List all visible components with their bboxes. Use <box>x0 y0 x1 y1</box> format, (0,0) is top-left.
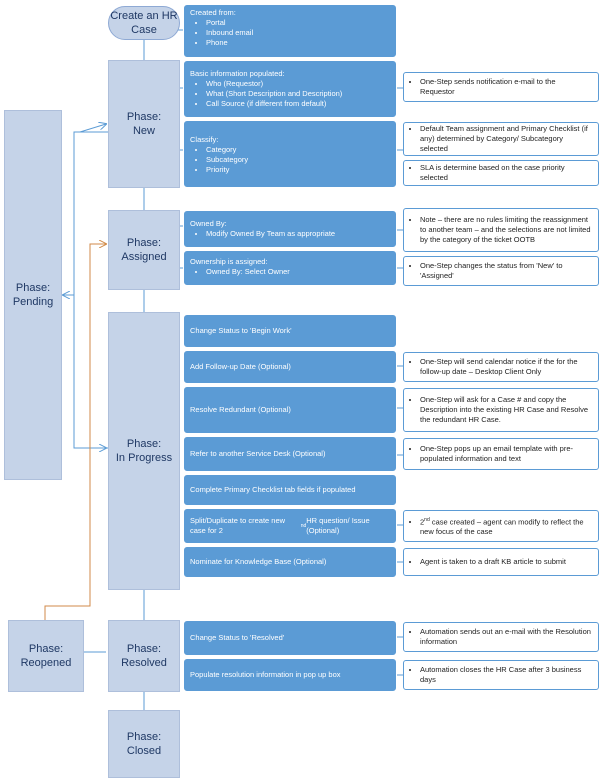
phase-closed: Phase: Closed <box>108 710 180 778</box>
step-refer-service-desk: Refer to another Service Desk (Optional) <box>183 436 397 472</box>
phase-resolved: Phase: Resolved <box>108 620 180 692</box>
step-split-duplicate: Split/Duplicate to create new case for 2… <box>183 508 397 544</box>
note-email-template: One-Step pops up an email template with … <box>403 438 599 470</box>
step-basic-info: Basic information populated: Who (Reques… <box>183 60 397 118</box>
step-primary-checklist: Complete Primary Checklist tab fields if… <box>183 474 397 506</box>
create-hr-case-node: Create an HR Case <box>108 6 180 40</box>
step-created-from: Created from: Portal Inbound email Phone <box>183 4 397 58</box>
pending-loop <box>73 131 108 449</box>
note-sla: SLA is determine based on the case prior… <box>403 160 599 186</box>
list-item: Subcategory <box>206 155 390 165</box>
phase-reopened: Phase: Reopened <box>8 620 84 692</box>
step-nominate-kb: Nominate for Knowledge Base (Optional) <box>183 546 397 578</box>
note-no-rules: Note – there are no rules limiting the r… <box>403 208 599 252</box>
step-owned-by: Owned By: Modify Owned By Team as approp… <box>183 210 397 248</box>
note-notification-email: One-Step sends notification e-mail to th… <box>403 72 599 102</box>
phase-new: Phase: New <box>108 60 180 188</box>
note-default-team: Default Team assignment and Primary Chec… <box>403 122 599 156</box>
note-auto-close: Automation closes the HR Case after 3 bu… <box>403 660 599 690</box>
list-item: Portal <box>206 18 390 28</box>
note-second-case: 2nd case created – agent can modify to r… <box>403 510 599 542</box>
list-item: Category <box>206 145 390 155</box>
list-item: Phone <box>206 38 390 48</box>
list-item: Priority <box>206 165 390 175</box>
phase-in-progress: Phase: In Progress <box>108 312 180 590</box>
note-case-copy: One-Step will ask for a Case # and copy … <box>403 388 599 432</box>
phase-assigned: Phase: Assigned <box>108 210 180 290</box>
step-ownership-assigned: Ownership is assigned: Owned By: Select … <box>183 250 397 286</box>
list-item: Owned By: Select Owner <box>206 267 390 277</box>
step-begin-work: Change Status to 'Begin Work' <box>183 314 397 348</box>
note-kb-article: Agent is taken to a draft KB article to … <box>403 548 599 576</box>
list-item: What (Short Description and Description) <box>206 89 390 99</box>
step-resolution-info: Populate resolution information in pop u… <box>183 658 397 692</box>
step-follow-up: Add Follow-up Date (Optional) <box>183 350 397 384</box>
list-item: Inbound email <box>206 28 390 38</box>
step-change-status-resolved: Change Status to 'Resolved' <box>183 620 397 656</box>
note-second-case-text: 2nd case created – agent can modify to r… <box>420 515 592 538</box>
note-calendar-notice: One-Step will send calendar notice if th… <box>403 352 599 382</box>
list-item: Modify Owned By Team as appropriate <box>206 229 390 239</box>
list-item: Call Source (if different from default) <box>206 99 390 109</box>
phase-pending: Phase: Pending <box>4 110 62 480</box>
list-item: Who (Requestor) <box>206 79 390 89</box>
note-status-change: One-Step changes the status from 'New' t… <box>403 256 599 286</box>
step-resolve-redundant: Resolve Redundant (Optional) <box>183 386 397 434</box>
reopen-loop <box>44 244 106 620</box>
note-auto-email: Automation sends out an e-mail with the … <box>403 622 599 652</box>
step-classify: Classify: Category Subcategory Priority <box>183 120 397 188</box>
